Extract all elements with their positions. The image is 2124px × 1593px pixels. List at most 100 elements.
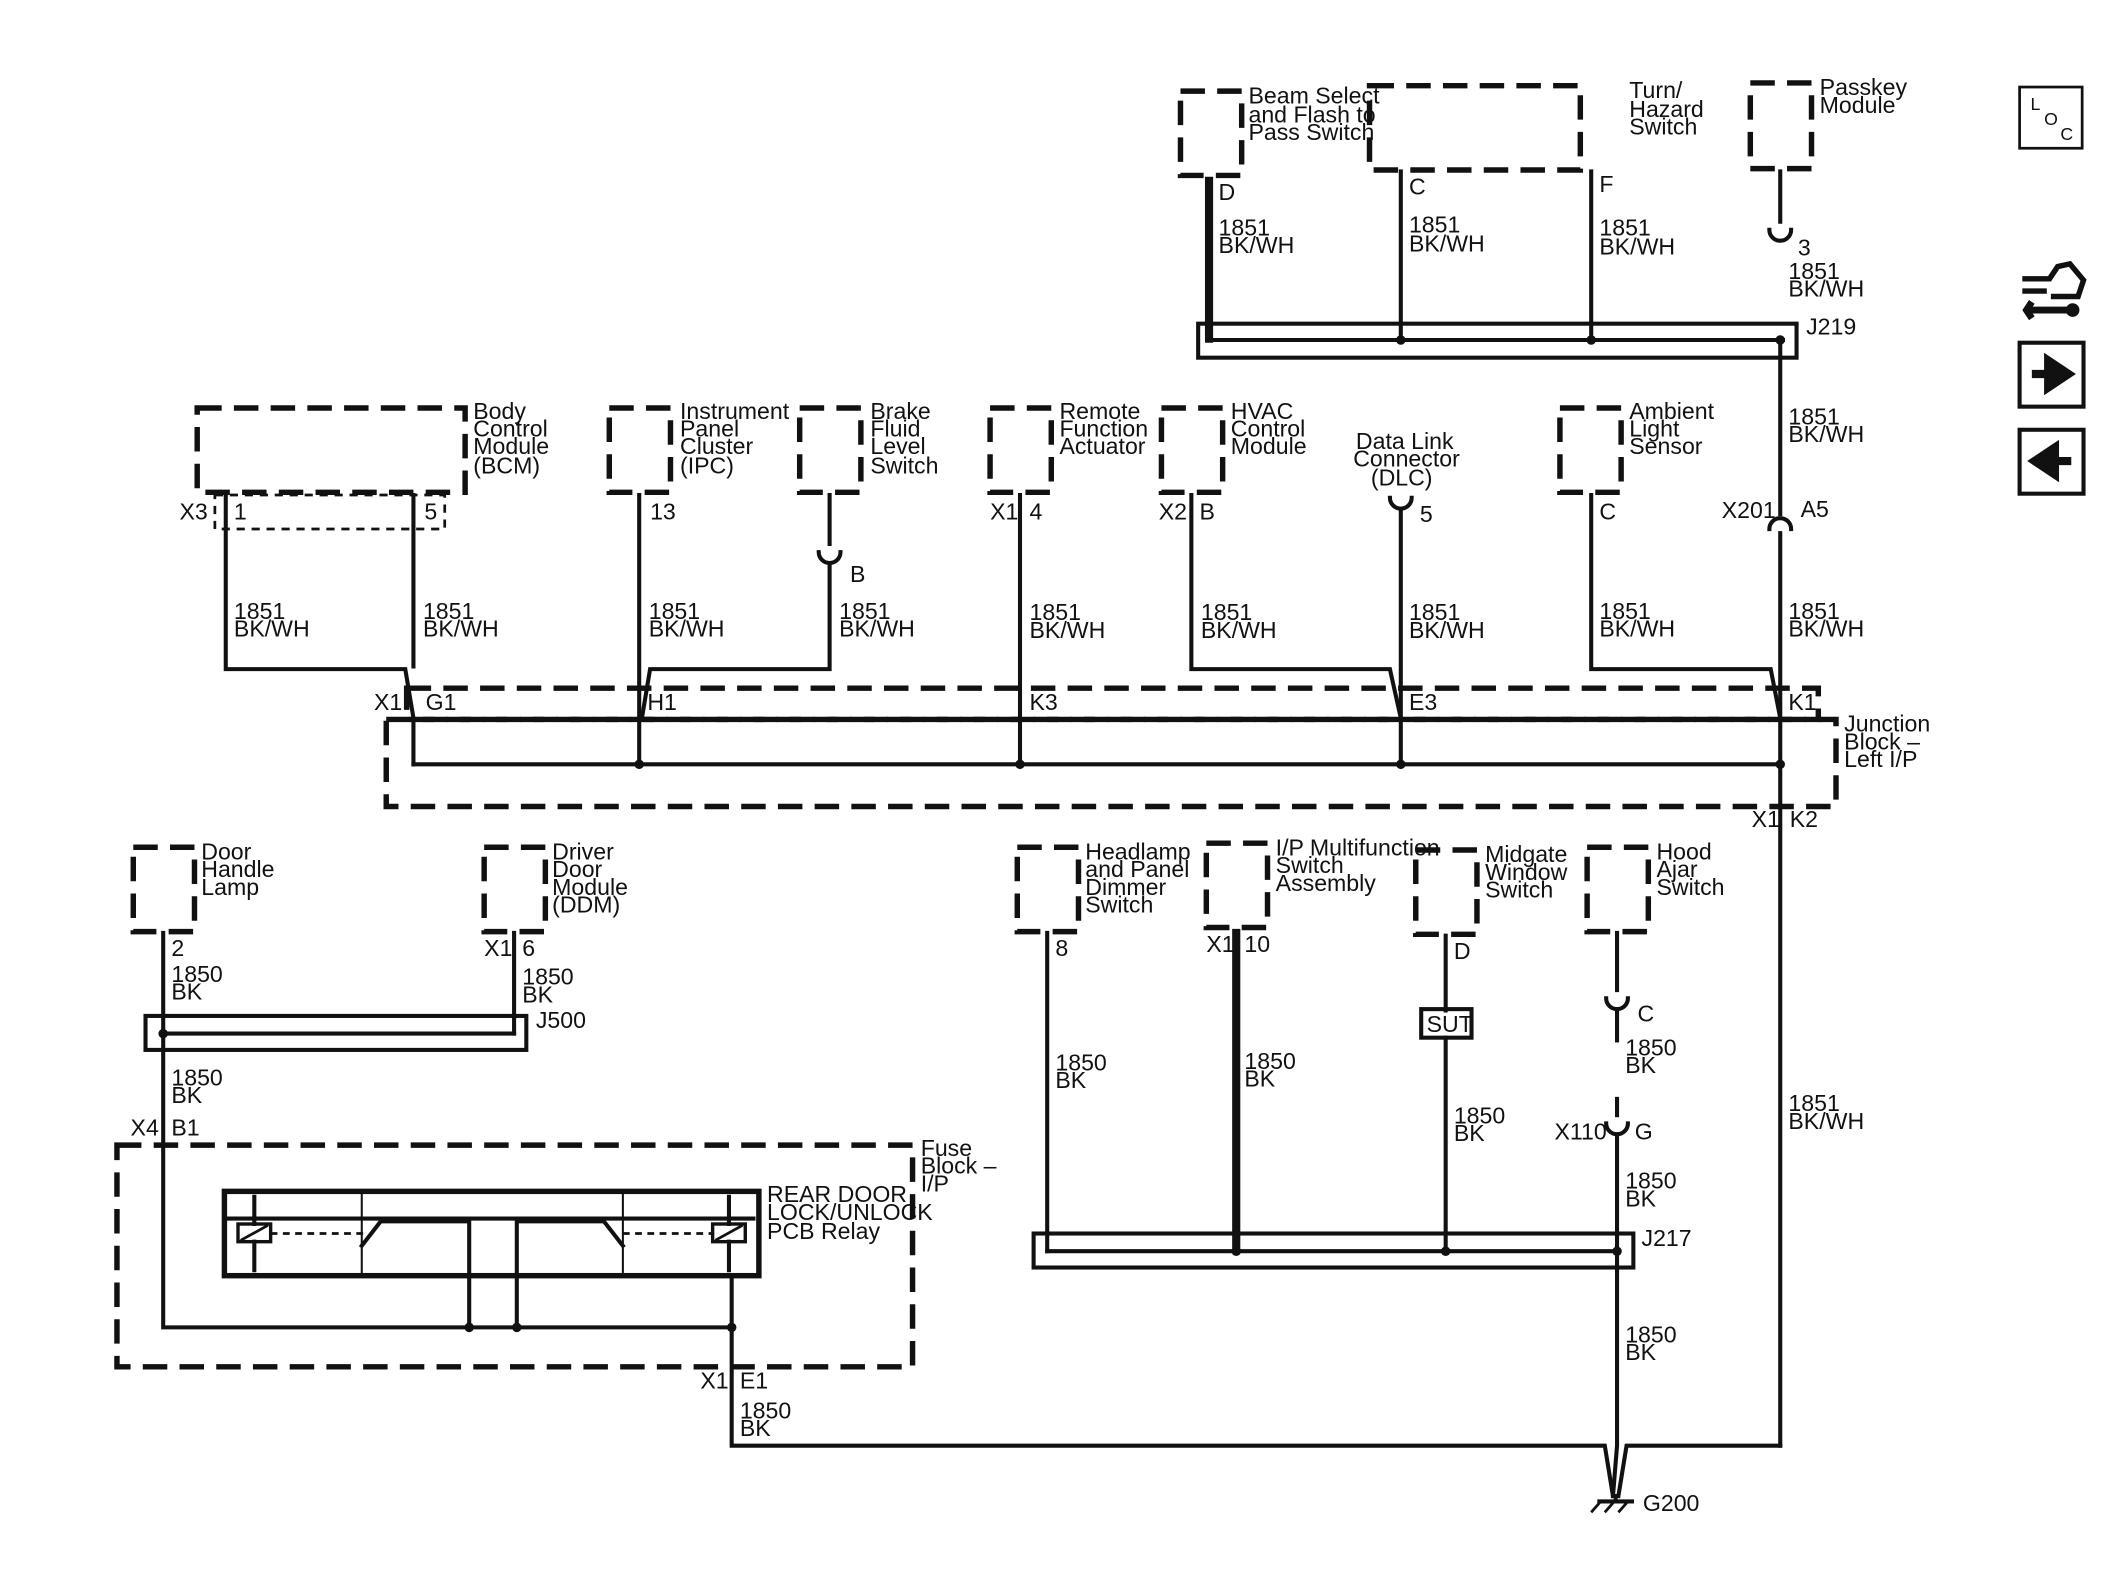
- diagram-label: BK: [1055, 1067, 1086, 1093]
- diagram-label: 1851: [1409, 212, 1460, 238]
- headlamp-panel-dimmer-switch: Headlamp and Panel Dimmer Switch 8: [1014, 839, 1191, 961]
- diagram-label: K3: [1030, 689, 1058, 715]
- diagram-label: Instrument: [680, 398, 790, 424]
- turn-hazard-switch: Turn/ Hazard Switch C F: [1366, 77, 1704, 199]
- diagram-label: Hazard: [1629, 96, 1704, 122]
- diagram-label: Passkey: [1820, 74, 1908, 100]
- diagram-label: 1851: [1599, 214, 1650, 240]
- diagram-label: Ambient: [1629, 398, 1714, 424]
- diagram-label: BK: [1625, 1052, 1656, 1078]
- diagram-label: X1: [1206, 931, 1234, 957]
- diagram-label: Block –: [921, 1153, 997, 1179]
- diagram-label: C: [2060, 124, 2073, 144]
- diagram-label: H1: [647, 689, 677, 715]
- diagram-label: 6: [522, 935, 535, 961]
- loc-button[interactable]: L O C: [2018, 85, 2084, 150]
- driver-door-module: Driver Door Module (DDM) X1 6: [481, 839, 628, 961]
- diagram-label: Module: [1231, 433, 1307, 459]
- midgate-window-switch: Midgate Window Switch D: [1413, 841, 1568, 964]
- diagram-label: 1850: [1625, 1034, 1676, 1060]
- diagram-label: Remote: [1059, 398, 1140, 424]
- diagram-label: BK: [171, 1082, 202, 1108]
- diagram-label: BK: [171, 979, 202, 1005]
- diagram-label: BK/WH: [1201, 617, 1277, 643]
- ground-g200: G200: [1590, 1490, 1699, 1516]
- diagram-label: 1851: [1599, 598, 1650, 624]
- diagram-label: 5: [1420, 501, 1433, 527]
- diagram-label: Function: [1059, 416, 1148, 442]
- diagram-label: J500: [536, 1007, 586, 1033]
- diagram-label: 1851: [1409, 599, 1460, 625]
- diagram-label: Cluster: [680, 433, 754, 459]
- diagram-label: B: [1200, 499, 1215, 525]
- diagram-label: REAR DOOR: [767, 1181, 907, 1207]
- diagram-label: LOCK/UNLOCK: [767, 1199, 933, 1225]
- diagram-label: and Flash to: [1248, 101, 1375, 127]
- diagram-label: (IPC): [680, 452, 734, 478]
- junction-block-left-ip: X1 G1 H1 K3 E3 K1 Junction Block – Left …: [374, 685, 1930, 832]
- diagram-label: Connector: [1353, 445, 1460, 471]
- diagram-label: Dimmer: [1085, 874, 1166, 900]
- diagram-label: Left I/P: [1844, 746, 1917, 772]
- diagram-label: Level: [870, 433, 925, 459]
- diagram-label: Switch: [1085, 892, 1153, 918]
- diagram-label: B: [850, 561, 865, 587]
- diagram-label: Switch: [1485, 877, 1553, 903]
- diagram-label: 4: [1030, 499, 1043, 525]
- diagram-label: (BCM): [473, 452, 540, 478]
- diagram-label: 1851: [1788, 403, 1839, 429]
- diagram-label: BK: [1244, 1066, 1275, 1092]
- diagram-label: 1850: [1244, 1048, 1295, 1074]
- diagram-label: I/P: [921, 1170, 949, 1196]
- diagram-label: 1850: [740, 1397, 791, 1423]
- diagram-label: X4: [131, 1115, 159, 1141]
- diagram-label: Door: [201, 839, 251, 865]
- diagram-label: 1851: [1788, 1090, 1839, 1116]
- instrument-panel-cluster: Instrument Panel Cluster (IPC) 13: [606, 398, 790, 525]
- door-handle-lamp: Door Handle Lamp 2: [130, 839, 275, 961]
- beam-select-switch: Beam Select and Flash to Pass Switch D: [1177, 82, 1380, 205]
- diagram-label: Brake: [870, 398, 930, 424]
- diagram-label: Window: [1485, 859, 1568, 885]
- diagram-label: 1851: [1201, 599, 1252, 625]
- passkey-module: Passkey Module 3: [1747, 74, 1908, 261]
- diagram-label: Switch: [1656, 874, 1724, 900]
- arrow-right-icon[interactable]: [2017, 340, 2086, 409]
- diagram-label: C: [1637, 1000, 1654, 1026]
- brake-fluid-level-switch: Brake Fluid Level Switch B: [796, 398, 938, 587]
- arrow-left-icon[interactable]: [2017, 427, 2086, 496]
- diagram-label: Pass Switch: [1248, 119, 1374, 145]
- splice-j217: J217: [1031, 1225, 1692, 1270]
- diagram-label: L: [2030, 94, 2040, 114]
- diagram-label: BK/WH: [1788, 275, 1864, 301]
- diagram-label: BK/WH: [649, 615, 725, 641]
- diagram-label: Data Link: [1356, 428, 1454, 454]
- diagram-label: 5: [424, 499, 437, 525]
- diagram-label: X1: [1752, 806, 1780, 832]
- fuse-block-ip: X4 B1 Fuse Block – I/P X1 E1: [114, 1115, 997, 1394]
- diagram-label: Module: [473, 433, 549, 459]
- hvac-control-module: HVAC Control Module X2 B: [1159, 398, 1307, 525]
- diagram-label: BK/WH: [423, 615, 499, 641]
- hood-ajar-switch: Hood Ajar Switch C X110 G: [1554, 839, 1724, 1145]
- diagram-label: Module: [552, 874, 628, 900]
- diagram-label: BK: [1625, 1339, 1656, 1365]
- diagram-label: X110: [1554, 1119, 1606, 1145]
- diagram-label: BK/WH: [1788, 615, 1864, 641]
- diagram-label: Handle: [201, 856, 274, 882]
- diagram-label: G: [1635, 1119, 1653, 1145]
- diagram-label: Beam Select: [1248, 82, 1380, 108]
- diagram-label: BK/WH: [839, 615, 915, 641]
- body-control-module: Body Control Module (BCM) X3 1 5: [180, 398, 549, 531]
- diagram-label: 13: [650, 499, 676, 525]
- vehicle-wrench-icon[interactable]: [2022, 260, 2087, 321]
- diagram-label: Panel: [680, 416, 739, 442]
- diagram-label: 1851: [1788, 598, 1839, 624]
- diagram-label: Turn/: [1629, 77, 1683, 103]
- diagram-label: Actuator: [1059, 433, 1145, 459]
- diagram-label: X1: [374, 689, 402, 715]
- diagram-label: Fluid: [870, 416, 920, 442]
- diagram-label: Switch: [1629, 114, 1697, 140]
- diagram-label: HVAC: [1231, 398, 1294, 424]
